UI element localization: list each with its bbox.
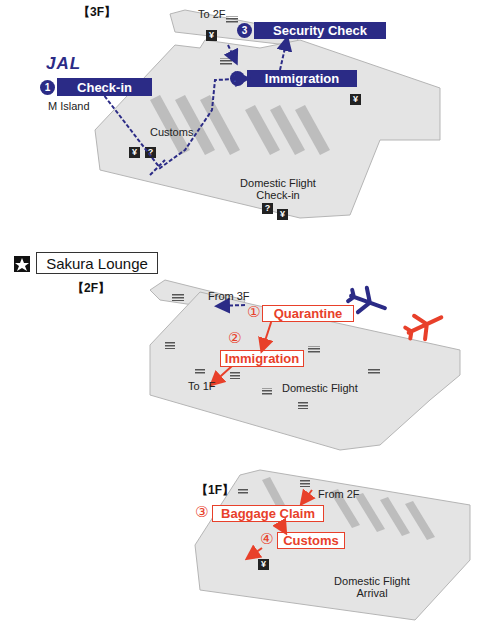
- counter-island: [200, 95, 240, 155]
- flow-arrow: [302, 490, 312, 503]
- atm-icon: ¥: [258, 559, 269, 570]
- step-box: Immigration: [220, 350, 304, 367]
- stair-label: From 3F: [208, 290, 250, 302]
- stairs: [298, 402, 308, 409]
- stair-label: To 2F: [198, 8, 226, 20]
- callout-number: 1: [40, 80, 55, 95]
- atm-icon: ¥: [206, 30, 217, 41]
- area-label: Domestic Flight Check-in: [228, 177, 328, 201]
- floor-area: [150, 292, 460, 450]
- baggage-carousel: [380, 497, 410, 536]
- callout-number: ②: [228, 330, 241, 347]
- atm-icon: ¥: [277, 209, 288, 220]
- area-label: Domestic Flight: [282, 382, 358, 394]
- flow-arrow: [280, 39, 287, 70]
- flow-dash: [150, 160, 165, 175]
- step-box: Check-in: [57, 78, 152, 96]
- baggage-carousel: [262, 477, 285, 508]
- atm-icon: ¥: [129, 147, 140, 158]
- flow-arrow: [248, 548, 262, 558]
- floor-label: 【2F】: [72, 282, 110, 295]
- box-text: Quarantine: [274, 306, 343, 321]
- floor-label: 【3F】: [78, 6, 116, 19]
- atm-icon: ¥: [350, 94, 361, 105]
- stairs: [262, 388, 272, 395]
- floor-area: [95, 40, 440, 218]
- area-label: Customs: [150, 126, 193, 138]
- flow-arrow: [262, 322, 271, 350]
- box-text: Customs: [283, 533, 339, 548]
- step-box: Security Check: [254, 22, 386, 39]
- baggage-carousel: [405, 501, 435, 540]
- flow-dash: [228, 45, 236, 62]
- area-label: Domestic Flight Arrival: [332, 575, 412, 599]
- step-box: Quarantine: [262, 305, 354, 322]
- callout-number: ④: [260, 531, 273, 548]
- floor-label: 【1F】: [196, 484, 234, 497]
- box-text: Check-in: [77, 80, 132, 95]
- stairs: [230, 372, 240, 379]
- stairs: [368, 368, 380, 375]
- airline-logo: JAL: [46, 55, 81, 74]
- step-box: Customs: [277, 532, 345, 549]
- stairs: [172, 294, 184, 301]
- step-box: Baggage Claim: [212, 505, 324, 522]
- stair-label: From 2F: [318, 488, 360, 500]
- info-icon: ?: [145, 147, 156, 158]
- lounge-icon: [14, 256, 30, 272]
- floor-area: [195, 470, 470, 620]
- box-text: Sakura Lounge: [46, 255, 148, 272]
- info-icon: ?: [262, 203, 273, 214]
- plane-icon: [402, 306, 447, 345]
- stairs: [195, 368, 205, 375]
- stair-label: To 1F: [188, 380, 216, 392]
- callout-number: 3: [237, 23, 252, 38]
- stairs: [238, 488, 248, 495]
- callout-number: ①: [247, 304, 260, 321]
- flow-dash: [218, 305, 245, 306]
- box-text: Security Check: [273, 23, 367, 38]
- box-text: Immigration: [265, 71, 339, 86]
- stairs: [226, 16, 238, 23]
- counter-island: [295, 105, 330, 155]
- step-box: Immigration: [247, 70, 357, 87]
- lounge-star: [15, 258, 29, 271]
- area-label: M Island: [48, 100, 90, 112]
- stairs: [220, 58, 232, 65]
- callout-number: ③: [195, 504, 208, 521]
- plane-shape: [402, 306, 447, 345]
- lounge-box: Sakura Lounge: [36, 252, 158, 274]
- box-text: Immigration: [225, 351, 299, 366]
- callout-number: 2: [230, 71, 245, 86]
- flow-arrow: [279, 522, 285, 532]
- stairs: [165, 342, 175, 349]
- box-text: Baggage Claim: [221, 506, 315, 521]
- stairs: [300, 480, 310, 487]
- stairs: [308, 346, 320, 353]
